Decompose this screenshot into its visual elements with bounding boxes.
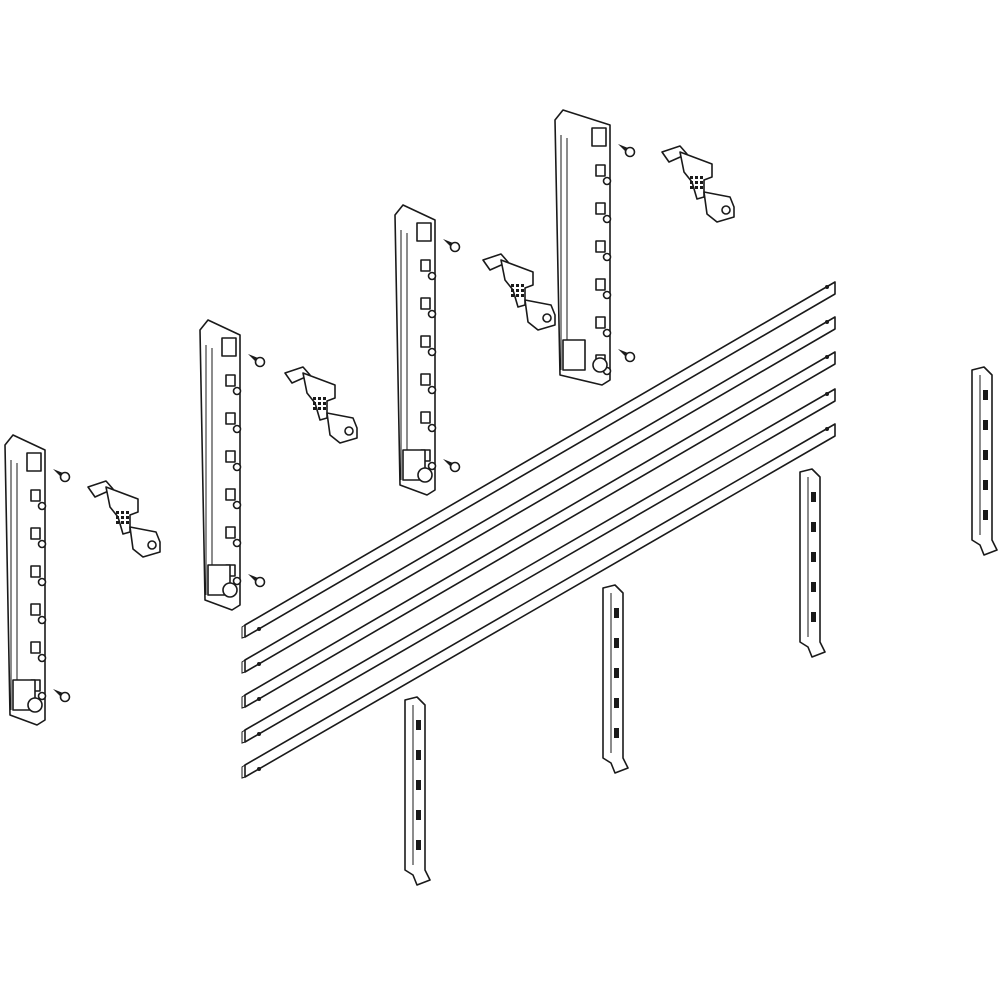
busbar-support (971, 366, 998, 556)
screw-icon (53, 469, 71, 483)
busbar-holder (4, 434, 47, 726)
busbar (241, 281, 836, 639)
busbar-holder (199, 319, 242, 611)
connector (661, 145, 735, 223)
busbar (241, 423, 836, 779)
screw-icon (443, 459, 461, 473)
busbar-holder (554, 109, 612, 386)
busbar (241, 351, 836, 709)
busbar-support (799, 468, 826, 658)
busbar-support (404, 696, 431, 886)
screw-icon (248, 354, 266, 368)
busbar (241, 388, 836, 744)
screw-icon (618, 349, 636, 363)
screw-icon (618, 144, 636, 158)
busbar-holder (394, 204, 437, 496)
screw-icon (248, 574, 266, 588)
connector (284, 366, 358, 444)
connector (482, 253, 556, 331)
connector (87, 480, 161, 558)
busbar-support (602, 584, 629, 774)
busbar (241, 316, 836, 674)
screw-icon (53, 689, 71, 703)
screw-icon (443, 239, 461, 253)
